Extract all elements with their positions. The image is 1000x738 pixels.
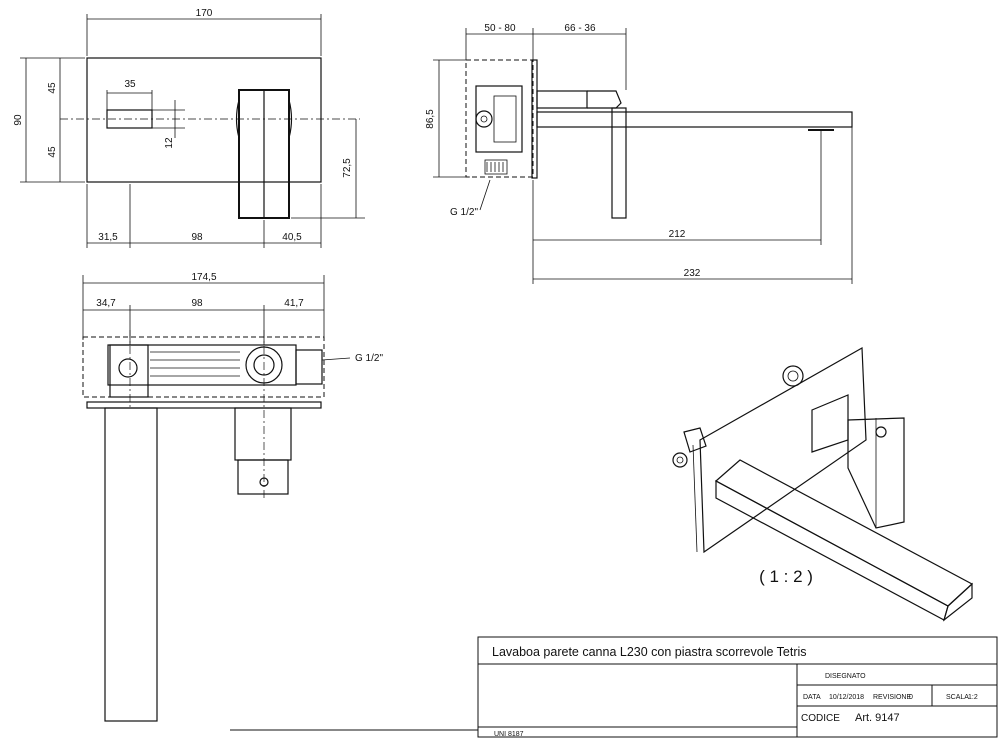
dim-top-width: 174,5 xyxy=(191,272,216,283)
title-block-drawn-label: DISEGNATO xyxy=(825,673,866,680)
title-block-revision-value: 0 xyxy=(909,694,913,701)
dim-front-center-spacing: 98 xyxy=(191,232,203,243)
dim-front-half-upper: 45 xyxy=(47,82,58,94)
front-plate xyxy=(86,57,322,183)
title-block-scale-label: SCALA xyxy=(946,694,969,701)
iso-spout-side xyxy=(715,479,949,621)
dim-front-left-offset: 31,5 xyxy=(98,232,118,243)
dim-top-left-offset: 34,7 xyxy=(96,298,116,309)
top-wall-box xyxy=(82,336,325,398)
iso-spout-end xyxy=(942,582,973,622)
dim-front-width: 170 xyxy=(196,8,213,19)
label-iso-scale: ( 1 : 2 ) xyxy=(759,567,813,586)
dim-side-reach: 212 xyxy=(669,229,686,240)
front-spout-hole xyxy=(106,109,153,129)
title-block: Lavaboa parete canna L230 con piastra sc… xyxy=(230,636,998,738)
side-valve-port xyxy=(475,110,493,128)
side-view: 50 - 80 66 - 36 86,5 G 1/2" xyxy=(425,23,853,284)
iso-plate xyxy=(699,346,867,554)
label-side-connection: G 1/2" xyxy=(450,207,478,218)
iso-handle-body xyxy=(847,417,905,529)
dim-side-depth-range: 50 - 80 xyxy=(484,23,516,34)
dim-top-right-offset: 41,7 xyxy=(284,298,304,309)
label-top-connection: G 1/2" xyxy=(355,353,383,364)
iso-fitting-left xyxy=(672,452,688,468)
isometric-view: ( 1 : 2 ) xyxy=(672,346,974,622)
side-handle-body xyxy=(611,107,627,219)
dim-front-half-lower: 45 xyxy=(47,146,58,158)
iso-handle-cylinder xyxy=(811,394,849,453)
side-spout xyxy=(536,111,853,128)
side-handle-cylinder xyxy=(536,90,588,109)
dim-spout-hole-width: 35 xyxy=(124,79,136,90)
dim-front-height: 90 xyxy=(13,114,24,126)
dim-top-center-spacing: 98 xyxy=(191,298,203,309)
top-spout xyxy=(104,407,158,722)
title-block-code-value: Art. 9147 xyxy=(855,712,900,724)
side-wall-box xyxy=(465,59,534,178)
dim-handle-height: 72,5 xyxy=(342,158,353,178)
title-block-scale-value: 1:2 xyxy=(968,694,978,701)
front-view: 170 90 45 45 35 12 72,5 31, xyxy=(13,8,365,248)
top-handle-cylinder xyxy=(234,407,292,461)
dim-spout-hole-height: 12 xyxy=(164,137,175,149)
dim-side-body-height: 86,5 xyxy=(425,109,436,129)
title-block-date-label: DATA xyxy=(803,694,821,701)
top-view: 174,5 34,7 98 41,7 G 1/2" xyxy=(82,272,383,722)
title-block-standard: UNI 8187 xyxy=(494,731,524,738)
title-block-revision-label: REVISIONE xyxy=(873,694,911,701)
title-block-title: Lavaboa parete canna L230 con piastra sc… xyxy=(492,645,807,659)
title-block-code-label: CODICE xyxy=(801,713,840,724)
title-block-frame xyxy=(477,636,998,738)
dim-side-total-length: 232 xyxy=(684,268,701,279)
top-plate xyxy=(86,401,322,409)
side-handle-lever xyxy=(587,90,622,109)
iso-fitting-top xyxy=(782,365,804,387)
iso-spout-top xyxy=(714,459,974,607)
top-handle-body xyxy=(237,459,289,495)
title-block-date-value: 10/12/2018 xyxy=(829,694,864,701)
dim-front-right-offset: 40,5 xyxy=(282,232,302,243)
dim-side-projection-range: 66 - 36 xyxy=(564,23,596,34)
